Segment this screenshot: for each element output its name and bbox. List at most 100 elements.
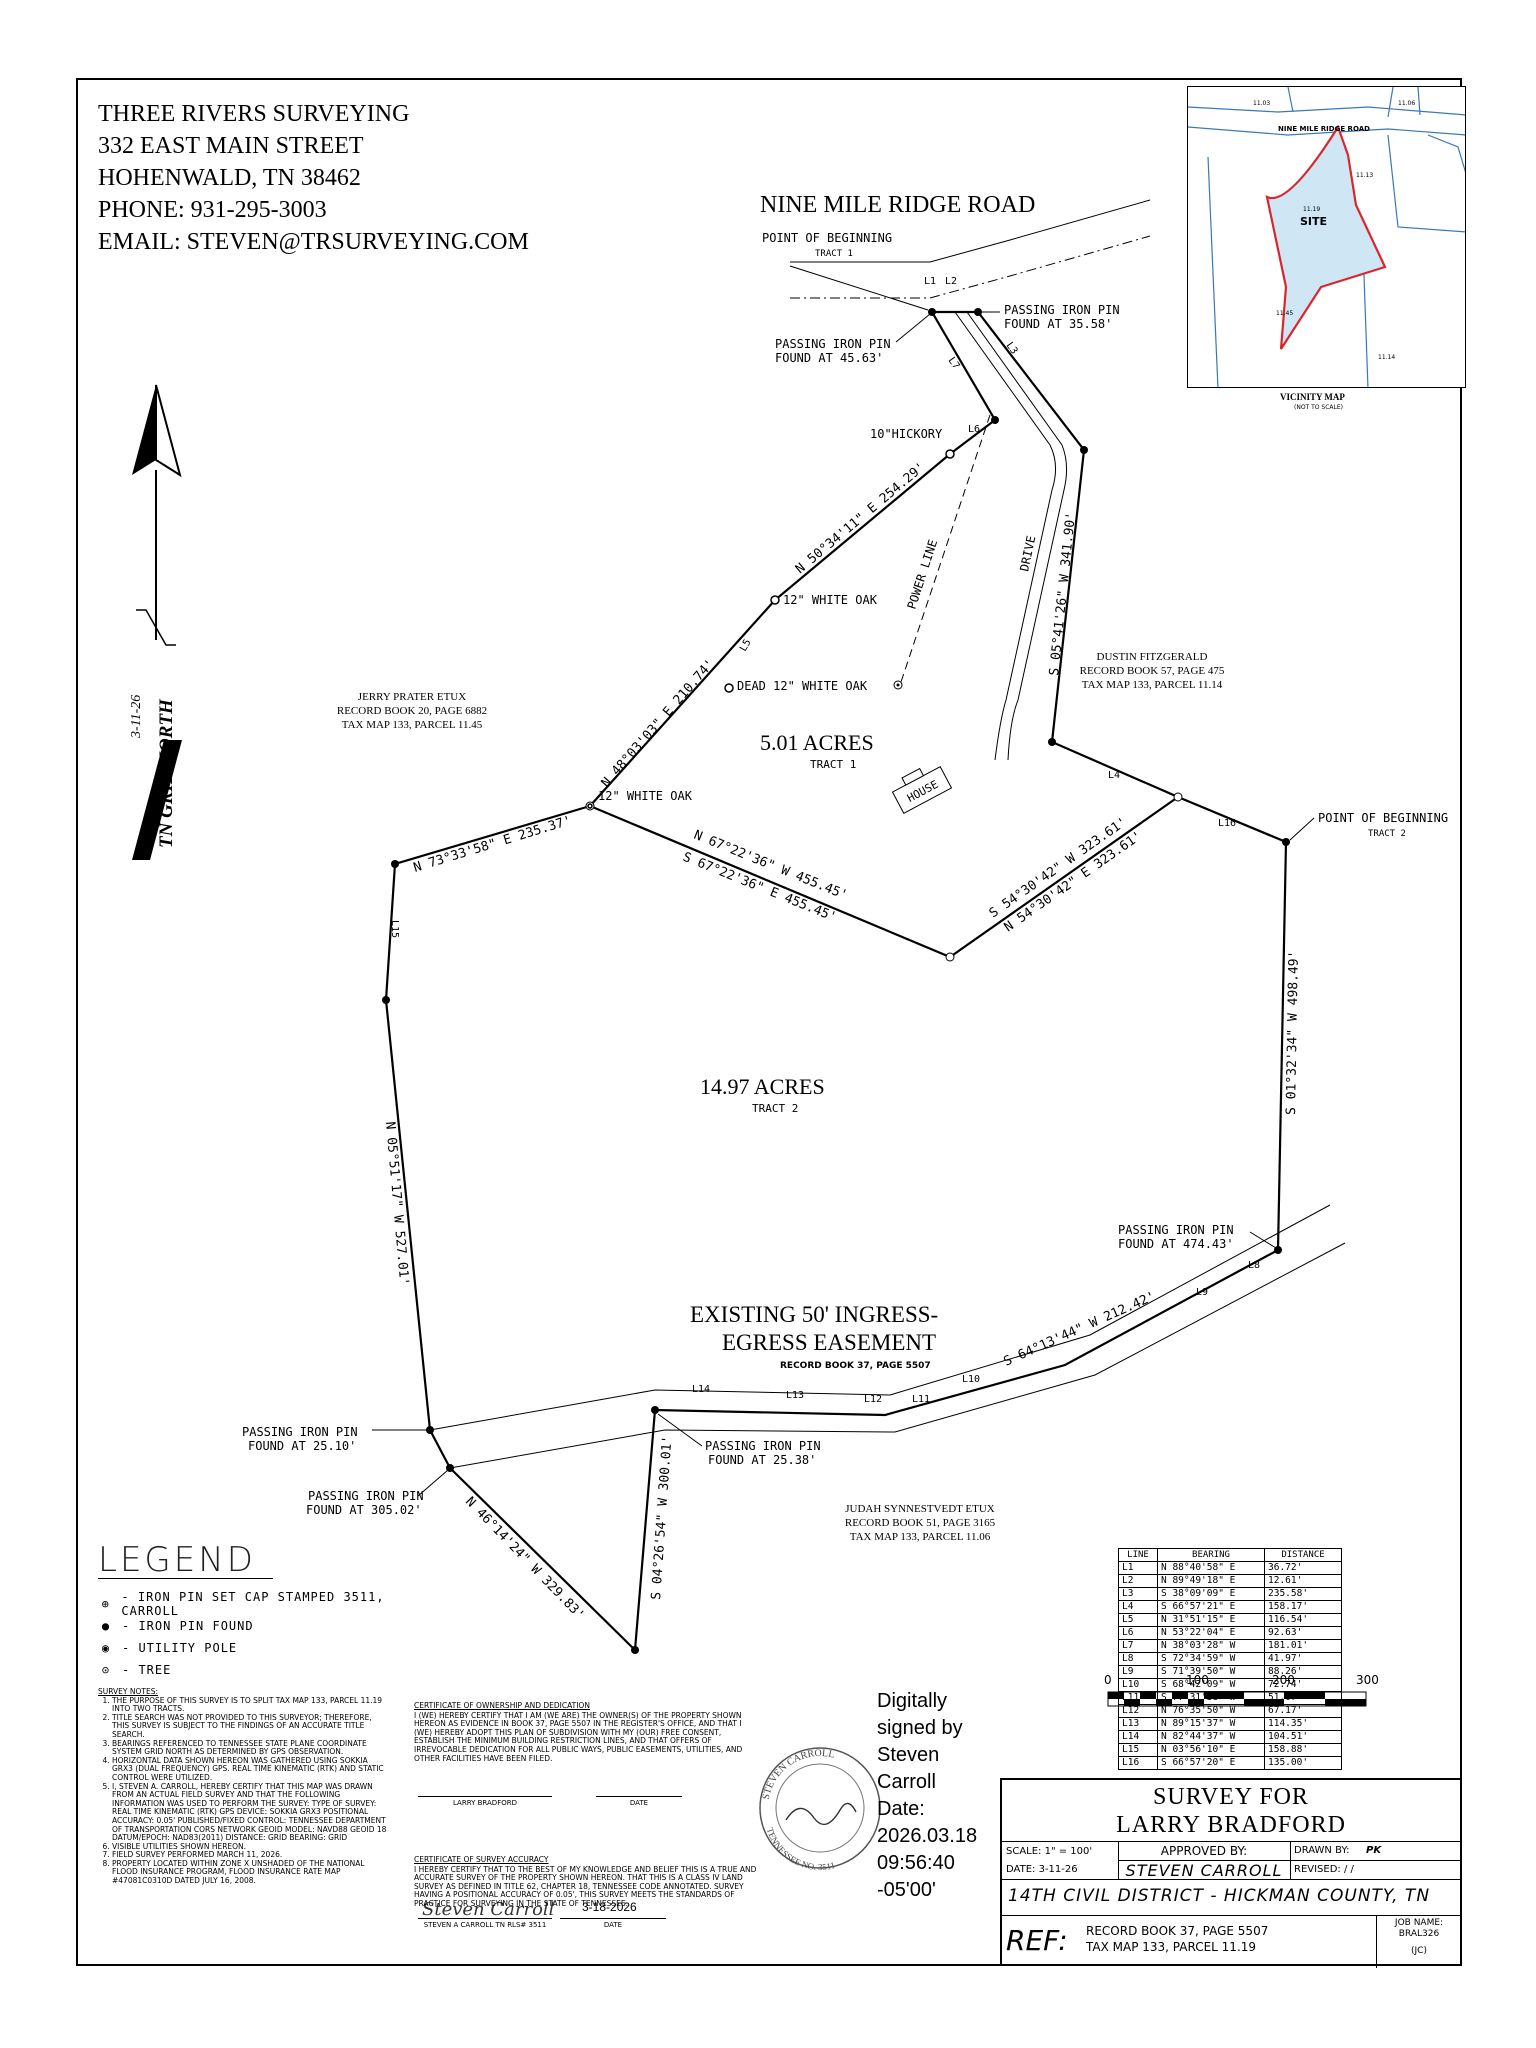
legend-item-text: - TREE: [122, 1663, 172, 1677]
line-table-cell-distance: 36.72': [1264, 1561, 1342, 1575]
survey-for-label: SURVEY FOR: [1153, 1784, 1309, 1810]
owner-prater: JERRY PRATER ETUX RECORD BOOK 20, PAGE 6…: [337, 691, 487, 731]
scale-label-300: 300: [1356, 1673, 1379, 1687]
scale-text: SCALE: 1" = 100': [1006, 1846, 1093, 1857]
bearing-b3: N 73°33'58" E 235.37': [412, 813, 574, 875]
line-table-header-distance: DISTANCE: [1264, 1548, 1342, 1562]
digital-sig-line: 2026.03.18: [877, 1825, 978, 1847]
owner-synnestvedt: JUDAH SYNNESTVEDT ETUX RECORD BOOK 51, P…: [845, 1503, 996, 1543]
utility-pole-icon: ◉: [101, 1641, 111, 1655]
owner-prater-book: RECORD BOOK 20, PAGE 6882: [337, 705, 487, 717]
line-table-cell-line: L7: [1118, 1639, 1158, 1653]
pip-25-line2: FOUND AT 25.10': [248, 1439, 356, 1453]
line-mark-l12: L12: [864, 1394, 882, 1405]
client-name: LARRY BRADFORD: [1116, 1812, 1346, 1838]
legend-item-text: - IRON PIN SET CAP STAMPED 3511, CARROLL: [121, 1590, 385, 1618]
drive: [954, 311, 1068, 761]
company-address: 332 EAST MAIN STREET: [98, 133, 364, 159]
line-table-cell-bearing: N 89°49'18" E: [1157, 1574, 1265, 1588]
line-table-cell-bearing: S 71°39'50" W: [1157, 1665, 1265, 1679]
line-table-cell-bearing: S 38°09'09" E: [1157, 1587, 1265, 1601]
survey-note: THE PURPOSE OF THIS SURVEY IS TO SPLIT T…: [112, 1696, 388, 1714]
owner-fitzgerald-name: DUSTIN FITZGERALD: [1097, 651, 1208, 663]
line-table-cell-line: L13: [1118, 1717, 1158, 1731]
iron-pins: [382, 308, 1290, 1654]
vicinity-parcel-1113: 11.13: [1356, 172, 1373, 179]
line-table-cell-distance: 72.74': [1264, 1678, 1342, 1692]
vicinity-road: NINE MILE RIDGE ROAD: [1278, 125, 1370, 133]
line-table-cell-line: L5: [1118, 1613, 1158, 1627]
owner-synnestvedt-book: RECORD BOOK 51, PAGE 3165: [845, 1517, 996, 1529]
owner-date-line: DATE: [596, 1796, 682, 1807]
company-header: THREE RIVERS SURVEYING 332 EAST MAIN STR…: [98, 98, 529, 258]
line-table-header-bearing: BEARING: [1157, 1548, 1265, 1562]
company-email: EMAIL: STEVEN@TRSURVEYING.COM: [98, 229, 529, 255]
line-table-cell-distance: 92.63': [1264, 1626, 1342, 1640]
ref-line-2: TAX MAP 133, PARCEL 11.19: [1086, 1940, 1257, 1954]
line-mark-l1: L1: [924, 276, 936, 287]
tract-2-acres: 14.97 ACRES: [700, 1074, 825, 1099]
pip-474-line1: PASSING IRON PIN: [1118, 1223, 1234, 1237]
company-city: HOHENWALD, TN 38462: [98, 165, 361, 191]
line-mark-l16: L16: [1218, 818, 1236, 829]
vicinity-map: NINE MILE RIDGE ROAD SITE 11.19 11.03 11…: [1187, 86, 1466, 388]
accuracy-cert-text: I HEREBY CERTIFY THAT TO THE BEST OF MY …: [414, 1864, 757, 1908]
pip-45-leader: [895, 313, 931, 343]
line-mark-l4: L4: [1108, 770, 1120, 781]
vicinity-title: VICINITY MAP: [1280, 392, 1345, 402]
line-table-cell-bearing: N 53°22'04" E: [1157, 1626, 1265, 1640]
bearing-b13: S 04°26'54" W 300.01': [649, 1435, 675, 1600]
line-table-cell-distance: 235.58': [1264, 1587, 1342, 1601]
title-block: SURVEY FOR LARRY BRADFORD SCALE: 1" = 10…: [1000, 1778, 1460, 1968]
legend-rule: [98, 1578, 273, 1579]
hickory-label: 10"HICKORY: [870, 427, 943, 441]
line-mark-l6: L6: [968, 424, 980, 435]
vicinity-site: [1265, 124, 1387, 350]
legend-item-pin-set: ⊕- IRON PIN SET CAP STAMPED 3511, CARROL…: [98, 1590, 438, 1618]
digital-signature: Digitally signed by Steven Carroll Date:…: [877, 1688, 977, 1904]
approved-label: APPROVED BY:: [1160, 1844, 1248, 1858]
tract-1-label: TRACT 1: [810, 758, 856, 771]
white-oak-2-label: DEAD 12" WHITE OAK: [737, 679, 868, 693]
vicinity-parcel-1103: 11.03: [1253, 100, 1270, 107]
line-table-header: LINE BEARING DISTANCE: [1118, 1548, 1342, 1562]
line-table-cell-bearing: S 68°42'09" W: [1157, 1678, 1265, 1692]
title-block-info: SCALE: 1" = 100' DATE: 3-11-26 APPROVED …: [1002, 1842, 1460, 1880]
line-table-cell-line: L11: [1118, 1691, 1158, 1705]
line-mark-l14: L14: [692, 1384, 710, 1395]
vicinity-subtitle: (NOT TO SCALE): [1294, 404, 1343, 411]
easement-lines: [429, 1204, 1346, 1469]
line-table-cell-bearing: N 38°03'28" W: [1157, 1639, 1265, 1653]
drawing-frame: [76, 78, 1462, 1966]
vicinity-map-drawing: NINE MILE RIDGE ROAD SITE 11.19 11.03 11…: [1188, 87, 1465, 387]
owner-synnestvedt-parcel: TAX MAP 133, PARCEL 11.06: [850, 1531, 991, 1543]
line-table-cell-distance: 114.35': [1264, 1717, 1342, 1731]
plat-labels: POINT OF BEGINNING TRACT 1 PASSING IRON …: [242, 231, 1448, 1517]
line-table-cell-line: L14: [1118, 1730, 1158, 1744]
tract-1-acres: 5.01 ACRES: [760, 730, 874, 755]
title-block-ref: REF: RECORD BOOK 37, PAGE 5507 TAX MAP 1…: [1002, 1916, 1460, 1968]
line-table-cell-bearing: S 66°57'20" E: [1157, 1756, 1265, 1770]
survey-note: VISIBLE UTILITIES SHOWN HEREON.: [112, 1842, 388, 1852]
line-table-cell-line: L9: [1118, 1665, 1158, 1679]
nine-mile-ridge-road: [790, 199, 1151, 299]
legend-item-tree: ⊙- TREE: [98, 1659, 438, 1681]
survey-note: I, STEVEN A. CARROLL, HEREBY CERTIFY THA…: [112, 1782, 388, 1843]
easement-ref: RECORD BOOK 37, PAGE 5507: [780, 1361, 931, 1371]
digital-sig-line: Steven: [877, 1744, 940, 1766]
utility-pole: [893, 680, 903, 690]
easement-title-1: EXISTING 50' INGRESS-: [690, 1302, 938, 1327]
certificates: CERTIFICATE OF OWNERSHIP AND DEDICATION …: [414, 1701, 758, 1763]
line-table-cell-distance: 88.26': [1264, 1665, 1342, 1679]
white-oak-3-label: 12" WHITE OAK: [598, 789, 693, 803]
pip-474-line2: FOUND AT 474.43': [1118, 1237, 1234, 1251]
survey-note: PROPERTY LOCATED WITHIN ZONE X UNSHADED …: [112, 1859, 388, 1886]
line-mark-l11: L11: [912, 1394, 930, 1405]
tract-2-boundary: [384, 795, 1288, 1653]
vicinity-site-label: SITE: [1300, 215, 1327, 228]
